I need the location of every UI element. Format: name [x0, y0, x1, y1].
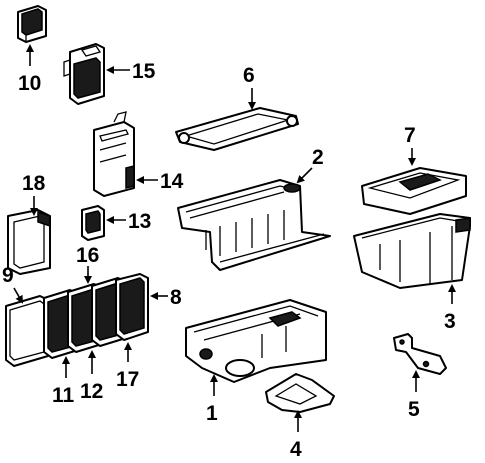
callout-9: 9	[2, 264, 14, 287]
callout-4: 4	[290, 438, 302, 461]
callout-9-arrow	[13, 287, 23, 304]
callout-18: 18	[22, 172, 46, 195]
part-10-module	[17, 5, 47, 43]
callout-8: 8	[170, 286, 182, 309]
callout-14: 14	[160, 170, 184, 193]
part-3-box	[353, 213, 471, 289]
callout-13: 13	[128, 210, 151, 233]
callout-10: 10	[18, 72, 41, 95]
part-6-gasket	[175, 107, 299, 151]
part-18-module	[7, 209, 51, 275]
callout-6: 6	[243, 64, 255, 87]
part-relay-bank	[5, 273, 149, 367]
callout-1: 1	[206, 402, 218, 425]
part-5-bracket	[393, 333, 447, 375]
callout-5: 5	[408, 398, 420, 421]
callout-7: 7	[404, 124, 416, 147]
part-14-module	[93, 111, 135, 197]
callout-16: 16	[76, 244, 99, 267]
callout-11: 11	[52, 384, 75, 407]
part-13-connector	[81, 205, 105, 241]
callout-15: 15	[132, 60, 156, 83]
callout-2: 2	[312, 146, 324, 169]
callout-12: 12	[80, 380, 103, 403]
callout-3: 3	[444, 310, 456, 333]
part-4-bracket	[265, 373, 335, 413]
part-7-lid	[361, 167, 467, 215]
callout-2-arrow	[296, 167, 313, 184]
part-15-module	[63, 43, 105, 105]
part-2-upper-housing	[177, 179, 331, 271]
part-1-tray	[185, 299, 327, 383]
callout-17: 17	[116, 368, 139, 391]
